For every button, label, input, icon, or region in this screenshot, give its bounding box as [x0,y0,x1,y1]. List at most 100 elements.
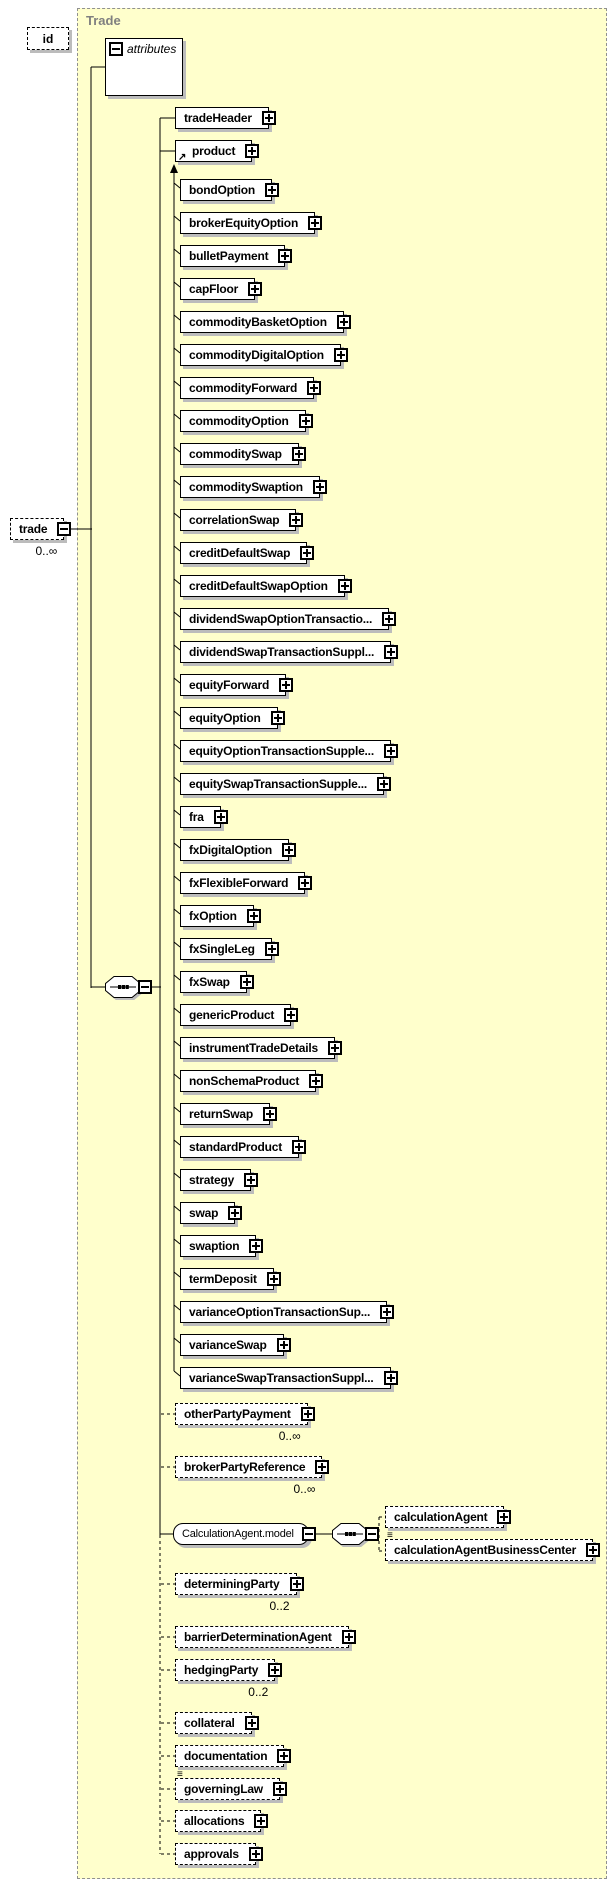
element-fxFlexibleForward[interactable]: fxFlexibleForward [180,872,313,894]
element-returnSwap[interactable]: returnSwap [180,1103,278,1125]
element-equityOption[interactable]: equityOption [180,707,285,729]
element-correlationSwap[interactable]: correlationSwap [180,509,304,531]
element-calculationAgent[interactable]: calculationAgent [385,1506,512,1528]
element-allocations[interactable]: allocations [175,1810,269,1832]
element-commoditySwaption[interactable]: commoditySwaption [180,476,327,498]
plus-box-icon[interactable] [298,876,313,890]
plus-box-icon[interactable] [254,1814,269,1828]
plus-box-icon[interactable] [264,942,279,956]
plus-box-icon[interactable] [228,1206,243,1220]
element-swap[interactable]: swap [180,1202,243,1224]
plus-box-icon[interactable] [341,1630,356,1644]
element-nonSchemaProduct[interactable]: nonSchemaProduct [180,1070,324,1092]
plus-box-icon[interactable] [497,1510,512,1524]
element-documentation[interactable]: documentation [175,1745,292,1767]
plus-box-icon[interactable] [289,513,304,527]
plus-box-icon[interactable] [333,348,348,362]
plus-box-icon[interactable] [272,1782,287,1796]
element-fxSingleLeg[interactable]: fxSingleLeg [180,938,279,960]
element-approvals[interactable]: approvals [175,1843,263,1865]
element-instrumentTradeDetails[interactable]: instrumentTradeDetails [180,1037,342,1059]
plus-box-icon[interactable] [312,480,327,494]
plus-box-icon[interactable] [383,1371,398,1385]
plus-box-icon[interactable] [327,1041,342,1055]
element-termDeposit[interactable]: termDeposit [180,1268,281,1290]
element-commoditySwap[interactable]: commoditySwap [180,443,306,465]
element-calculationAgentBusinessCenter[interactable]: ≡ calculationAgentBusinessCenter [385,1531,601,1561]
plus-box-icon[interactable] [264,183,279,197]
plus-box-icon[interactable] [266,1272,281,1286]
element-fxOption[interactable]: fxOption [180,905,261,927]
plus-box-icon[interactable] [292,1140,307,1154]
plus-box-icon[interactable] [245,144,260,158]
plus-box-icon[interactable] [261,111,276,125]
element-creditDefaultSwap[interactable]: creditDefaultSwap [180,542,315,564]
element-equityForward[interactable]: equityForward [180,674,294,696]
minus-box-icon[interactable] [301,1527,316,1541]
element-dividendSwapTransactionSuppl[interactable]: dividendSwapTransactionSuppl... [180,641,399,663]
plus-box-icon[interactable] [300,546,315,560]
element-governingLaw[interactable]: ≡governingLaw [175,1770,287,1800]
plus-box-icon[interactable] [289,1577,304,1591]
element-trade[interactable]: trade 0..∞ [10,518,72,558]
plus-box-icon[interactable] [337,579,352,593]
plus-box-icon[interactable] [279,678,294,692]
element-product[interactable]: ↗ product [175,140,260,163]
plus-box-icon[interactable] [277,1749,292,1763]
element-capFloor[interactable]: capFloor [180,278,263,300]
element-varianceOptionTransactionSup[interactable]: varianceOptionTransactionSup... [180,1301,395,1323]
plus-box-icon[interactable] [213,810,228,824]
element-fxDigitalOption[interactable]: fxDigitalOption [180,839,296,861]
plus-box-icon[interactable] [382,612,397,626]
plus-box-icon[interactable] [298,414,313,428]
element-strategy[interactable]: strategy [180,1169,259,1191]
element-commodityForward[interactable]: commodityForward [180,377,322,399]
element-commodityBasketOption[interactable]: commodityBasketOption [180,311,351,333]
plus-box-icon[interactable] [248,282,263,296]
element-varianceSwapTransactionSuppl[interactable]: varianceSwapTransactionSuppl... [180,1367,398,1389]
element-genericProduct[interactable]: genericProduct [180,1004,299,1026]
element-barrierDeterminationAgent[interactable]: barrierDeterminationAgent [175,1626,356,1648]
plus-box-icon[interactable] [300,1407,315,1421]
minus-box-icon[interactable] [365,1527,379,1541]
element-commodityOption[interactable]: commodityOption [180,410,313,432]
element-brokerEquityOption[interactable]: brokerEquityOption [180,212,323,234]
plus-box-icon[interactable] [249,1239,264,1253]
plus-box-icon[interactable] [239,975,254,989]
plus-box-icon[interactable] [383,744,398,758]
element-tradeHeader[interactable]: tradeHeader [175,107,276,129]
element-swaption[interactable]: swaption [180,1235,264,1257]
plus-box-icon[interactable] [307,381,322,395]
element-commodityDigitalOption[interactable]: commodityDigitalOption [180,344,348,366]
element-standardProduct[interactable]: standardProduct [180,1136,307,1158]
plus-box-icon[interactable] [263,1107,278,1121]
minus-box-icon[interactable] [138,980,152,994]
plus-box-icon[interactable] [308,216,323,230]
plus-box-icon[interactable] [244,1173,259,1187]
element-fra[interactable]: fra [180,806,228,828]
plus-box-icon[interactable] [384,645,399,659]
element-bondOption[interactable]: bondOption [180,179,279,201]
element-collateral[interactable]: collateral [175,1712,259,1734]
element-bulletPayment[interactable]: bulletPayment [180,245,293,267]
minus-box-icon[interactable] [57,522,72,536]
element-creditDefaultSwapOption[interactable]: creditDefaultSwapOption [180,575,352,597]
attribute-id[interactable]: id [27,27,69,50]
element-fxSwap[interactable]: fxSwap [180,971,254,993]
plus-box-icon[interactable] [377,777,392,791]
plus-box-icon[interactable] [244,1716,259,1730]
plus-box-icon[interactable] [278,249,293,263]
element-varianceSwap[interactable]: varianceSwap [180,1334,291,1356]
plus-box-icon[interactable] [282,843,296,857]
plus-box-icon[interactable] [336,315,351,329]
plus-box-icon[interactable] [315,1460,330,1474]
plus-box-icon[interactable] [276,1338,291,1352]
element-dividendSwapOptionTransactio[interactable]: dividendSwapOptionTransactio... [180,608,397,630]
plus-box-icon[interactable] [270,711,285,725]
plus-box-icon[interactable] [291,447,306,461]
plus-box-icon[interactable] [246,909,261,923]
plus-box-icon[interactable] [284,1008,299,1022]
